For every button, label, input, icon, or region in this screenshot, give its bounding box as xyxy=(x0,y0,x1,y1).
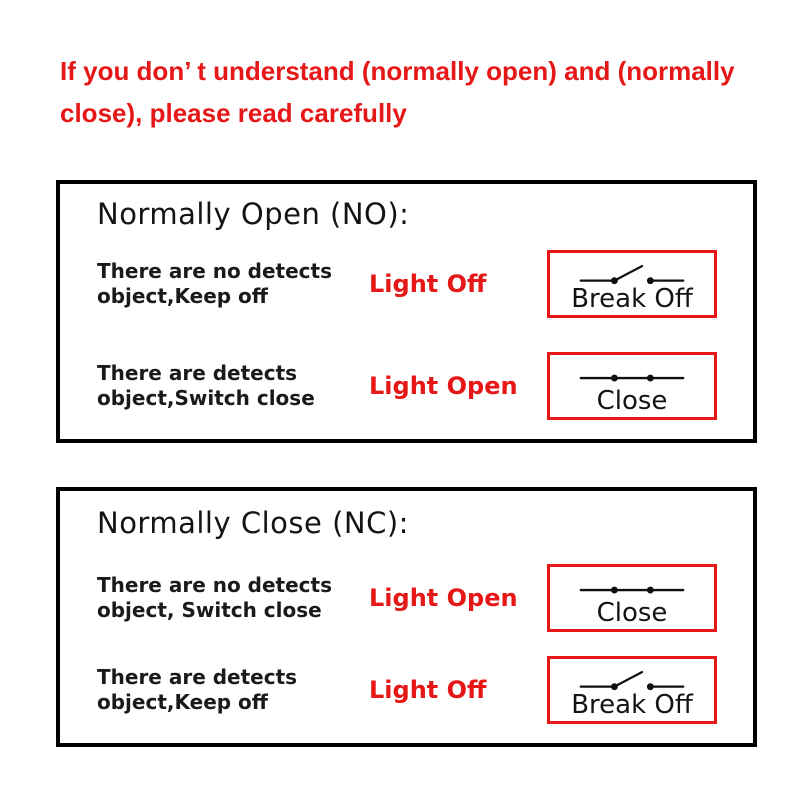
light-status-label: Light Off xyxy=(369,676,487,704)
switch-state-box: Close xyxy=(547,564,717,632)
switch-state-label: Break Off xyxy=(571,284,693,314)
normally-open-panel: Normally Open (NO): There are no detects… xyxy=(56,180,757,443)
closed-switch-icon xyxy=(579,586,685,594)
panel-title-normally-close: Normally Close (NC): xyxy=(97,506,409,540)
condition-line2: object,Keep off xyxy=(97,690,268,714)
switch-state-box: Close xyxy=(547,352,717,420)
switch-state-label: Close xyxy=(596,598,668,628)
switch-state-label: Break Off xyxy=(571,690,693,720)
switch-state-box: Break Off xyxy=(547,656,717,724)
table-row: There are detects object,Switch close Li… xyxy=(97,352,753,420)
open-switch-icon xyxy=(579,670,685,691)
switch-state-box: Break Off xyxy=(547,250,717,318)
condition-text: There are detects object,Keep off xyxy=(97,665,369,715)
condition-line2: object, Switch close xyxy=(97,598,322,622)
condition-line2: object,Keep off xyxy=(97,284,268,308)
table-row: There are no detects object, Switch clos… xyxy=(97,564,753,632)
light-status-label: Light Off xyxy=(369,270,487,298)
condition-text: There are no detects object, Switch clos… xyxy=(97,573,369,623)
light-status-label: Light Open xyxy=(369,372,518,400)
open-switch-icon xyxy=(579,264,685,285)
normally-close-panel: Normally Close (NC): There are no detect… xyxy=(56,487,757,747)
table-row: There are no detects object,Keep off Lig… xyxy=(97,250,753,318)
warning-note-line1: If you don’ t understand (normally open)… xyxy=(60,56,735,86)
condition-line1: There are detects xyxy=(97,665,298,689)
light-status-label: Light Open xyxy=(369,584,518,612)
condition-line1: There are no detects xyxy=(97,259,332,283)
condition-line1: There are detects xyxy=(97,361,298,385)
warning-note-line2: close), please read carefully xyxy=(60,98,407,128)
table-row: There are detects object,Keep off Light … xyxy=(97,656,753,724)
condition-line1: There are no detects xyxy=(97,573,332,597)
warning-note: If you don’ t understand (normally open)… xyxy=(60,50,735,134)
condition-line2: object,Switch close xyxy=(97,386,315,410)
condition-text: There are detects object,Switch close xyxy=(97,361,369,411)
panel-title-normally-open: Normally Open (NO): xyxy=(97,197,410,231)
closed-switch-icon xyxy=(579,374,685,382)
condition-text: There are no detects object,Keep off xyxy=(97,259,369,309)
switch-state-label: Close xyxy=(596,386,668,416)
